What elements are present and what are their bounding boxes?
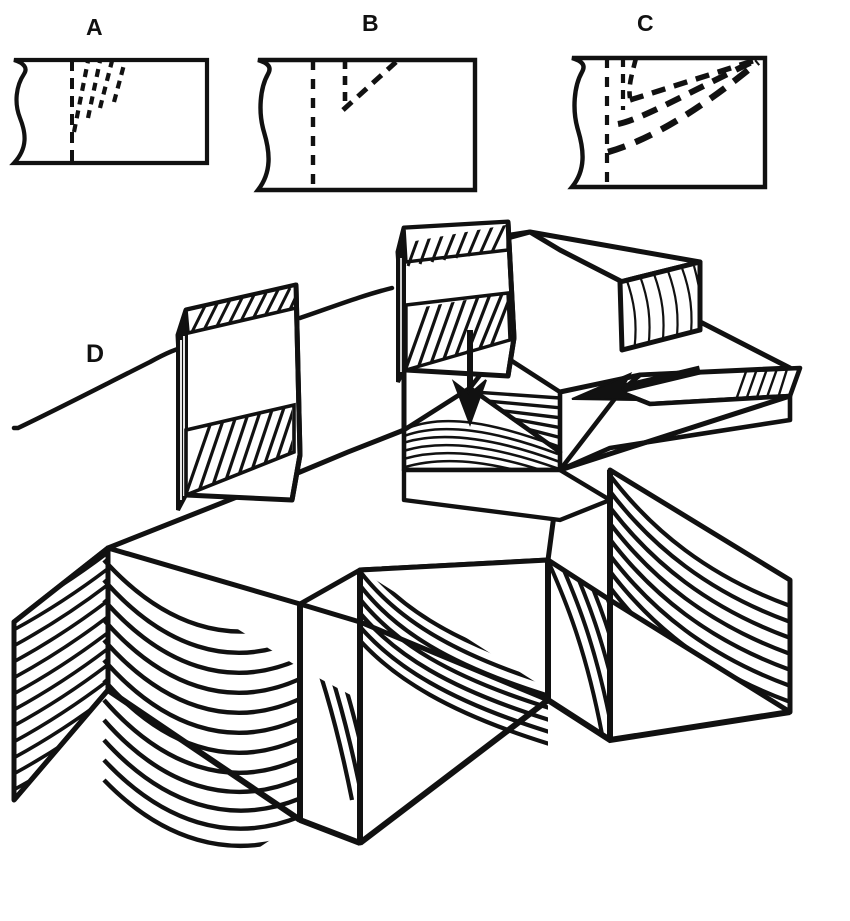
thrust-wedge-hatch [734,368,790,401]
panel-c-splay-1 [627,57,639,99]
left-arrow-shaft [614,365,702,395]
panel-a-splay-1 [71,60,91,133]
panel-a-splay-2 [85,60,103,119]
block-step-riser [617,259,703,353]
panel-c [567,55,768,190]
panel-b [253,57,478,193]
panel-label-a: A [86,14,104,40]
panel-c-splay-3 [617,57,758,127]
ground-surface-line-left [11,344,189,431]
panel-c-splay-4 [607,59,761,156]
slab-1-right-edge [289,284,303,501]
panel-a [9,57,210,166]
block-base-edge-left [12,688,110,802]
block-front-face-2 [297,601,363,846]
panel-a-splay-4 [111,60,128,103]
block-base-edge-right [358,697,550,846]
panel-d [11,219,803,849]
ground-surface-line-mid [297,285,395,321]
thrust-fault-plane [559,393,791,473]
block-base-edge-front [106,687,302,823]
graben-inner-face-hatch [404,419,560,470]
panel-a-outline [9,57,210,166]
panel-label-b: B [362,10,380,36]
panel-b-outline [253,57,478,193]
slab-1-edge-lines [180,336,185,500]
graben-floor [401,467,613,523]
detached-fault-slab-2 [395,219,517,383]
left-arrow [571,365,702,402]
down-arrow-head [451,379,487,427]
block-base-edge-front-2 [298,817,362,846]
panel-label-c: C [637,10,655,36]
panel-label-d: D [86,340,105,368]
detached-fault-slab-1 [175,282,303,511]
down-arrow [451,330,487,427]
left-arrow-head [571,371,637,402]
slab-2-right-edge [505,221,517,377]
panel-b-splay-diagonal [341,60,398,112]
block-right-face-2-strata [610,470,790,712]
